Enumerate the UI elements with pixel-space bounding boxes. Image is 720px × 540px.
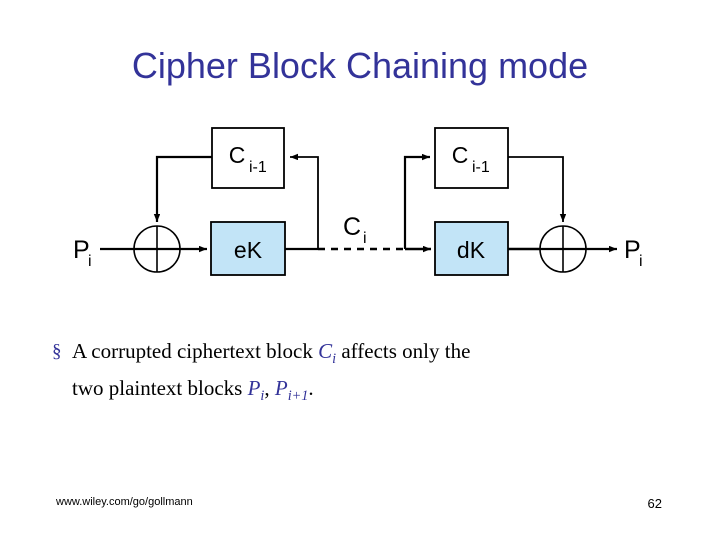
wire-ek-out-to-register xyxy=(290,153,319,249)
bullet-text-part-3: two plaintext blocks xyxy=(72,376,248,401)
math-var-p-i-plus-1-sub: i+1 xyxy=(287,388,309,405)
feedback-register-encrypt-label: C xyxy=(229,142,246,168)
bullet-item: § A corrupted ciphertext block Ci affect… xyxy=(52,337,672,411)
feedback-register-decrypt-label: C xyxy=(452,142,469,168)
bullet-text-part-2: affects only the xyxy=(336,339,471,363)
math-var-p-i-base: P xyxy=(247,376,261,401)
slide-footer: www.wiley.com/go/gollmann 62 xyxy=(0,496,720,518)
math-var-c-base: C xyxy=(318,339,333,363)
feedback-register-decrypt xyxy=(434,127,509,189)
feedback-register-decrypt-sub: i-1 xyxy=(472,159,490,176)
encrypt-block-label: eK xyxy=(234,237,263,263)
math-var-p-i-plus-1-base: P xyxy=(274,376,288,401)
math-var-p-i-plus-1: Pi+1 xyxy=(274,376,309,404)
footer-page-number: 62 xyxy=(647,496,662,511)
plaintext-out-label-sub: i xyxy=(639,253,643,270)
bullet-text-part-1: A corrupted ciphertext block xyxy=(72,339,319,363)
bullet-text-period: . xyxy=(308,376,314,401)
plaintext-out-label: P xyxy=(624,236,641,264)
wire-channel-to-register-decrypt xyxy=(403,153,430,249)
diagram-svg: eK C i-1 C i C i-1 dK xyxy=(73,127,643,276)
feedback-register-encrypt-sub: i-1 xyxy=(249,159,267,176)
decrypt-block-label: dK xyxy=(457,237,486,263)
channel-label: C xyxy=(343,213,361,241)
cbc-mode-diagram: eK C i-1 C i C i-1 dK xyxy=(0,110,720,305)
bullet-text-comma: , xyxy=(264,376,275,401)
wire-feedback-to-xor-encrypt xyxy=(153,155,212,222)
math-var-c: Ci xyxy=(318,339,336,367)
math-var-c-sub: i xyxy=(332,351,337,368)
body-text-block: § A corrupted ciphertext block Ci affect… xyxy=(52,337,672,411)
channel-label-sub: i xyxy=(363,230,367,247)
encrypt-block xyxy=(210,221,286,276)
plaintext-in-label: P xyxy=(73,236,90,264)
footer-url: www.wiley.com/go/gollmann xyxy=(56,496,193,508)
wire-register-to-xor-decrypt xyxy=(508,156,567,222)
math-var-p-i-sub: i xyxy=(260,388,265,405)
bullet-marker-icon: § xyxy=(52,341,62,362)
feedback-register-encrypt xyxy=(211,127,285,189)
page-title: Cipher Block Chaining mode xyxy=(131,45,589,86)
bullet-text: A corrupted ciphertext block Ci affects … xyxy=(72,337,672,411)
decrypt-block xyxy=(434,221,509,276)
plaintext-in-label-sub: i xyxy=(88,253,92,270)
math-var-p-i: Pi xyxy=(247,376,265,404)
